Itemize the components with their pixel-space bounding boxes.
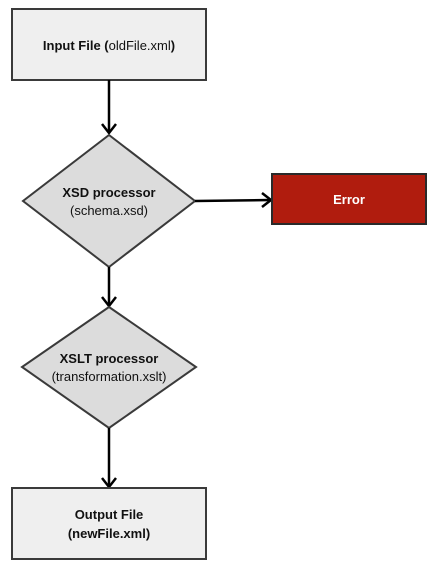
output-file-label-line2: (newFile.xml) xyxy=(68,526,150,541)
error-node: Error xyxy=(271,173,427,225)
error-label: Error xyxy=(333,192,365,207)
edge-input-to-xsd xyxy=(101,80,117,136)
output-file-label-line1: Output File xyxy=(75,507,144,522)
xslt-processor-subtitle: (transformation.xslt) xyxy=(52,369,167,384)
xslt-processor-title: XSLT processor xyxy=(60,351,159,366)
xslt-processor-diamond xyxy=(20,305,198,430)
input-file-label-suffix: ) xyxy=(171,38,175,53)
xslt-processor-node: XSLT processor (transformation.xslt) xyxy=(20,305,198,430)
edge-input-to-xsd-arrowhead xyxy=(101,123,117,136)
edge-xsd-to-xslt xyxy=(101,267,117,309)
input-file-box xyxy=(11,8,207,81)
xsd-processor-diamond xyxy=(21,133,197,269)
xsd-processor-title: XSD processor xyxy=(62,185,155,200)
input-file-label-filename: oldFile.xml xyxy=(109,38,171,53)
xsd-processor-subtitle: (schema.xsd) xyxy=(70,203,148,218)
error-box xyxy=(271,173,427,225)
edge-xsd-to-error xyxy=(194,192,274,208)
input-file-node: Input File (oldFile.xml) xyxy=(11,8,207,81)
input-file-label-prefix: Input File ( xyxy=(43,38,109,53)
output-file-box xyxy=(11,487,207,560)
input-file-label: Input File (oldFile.xml) xyxy=(43,38,175,53)
output-file-node: Output File (newFile.xml) xyxy=(11,487,207,560)
edge-xslt-to-output xyxy=(101,428,117,490)
xsd-processor-node: XSD processor (schema.xsd) xyxy=(21,133,197,269)
edge-xsd-to-error-line xyxy=(194,198,271,203)
